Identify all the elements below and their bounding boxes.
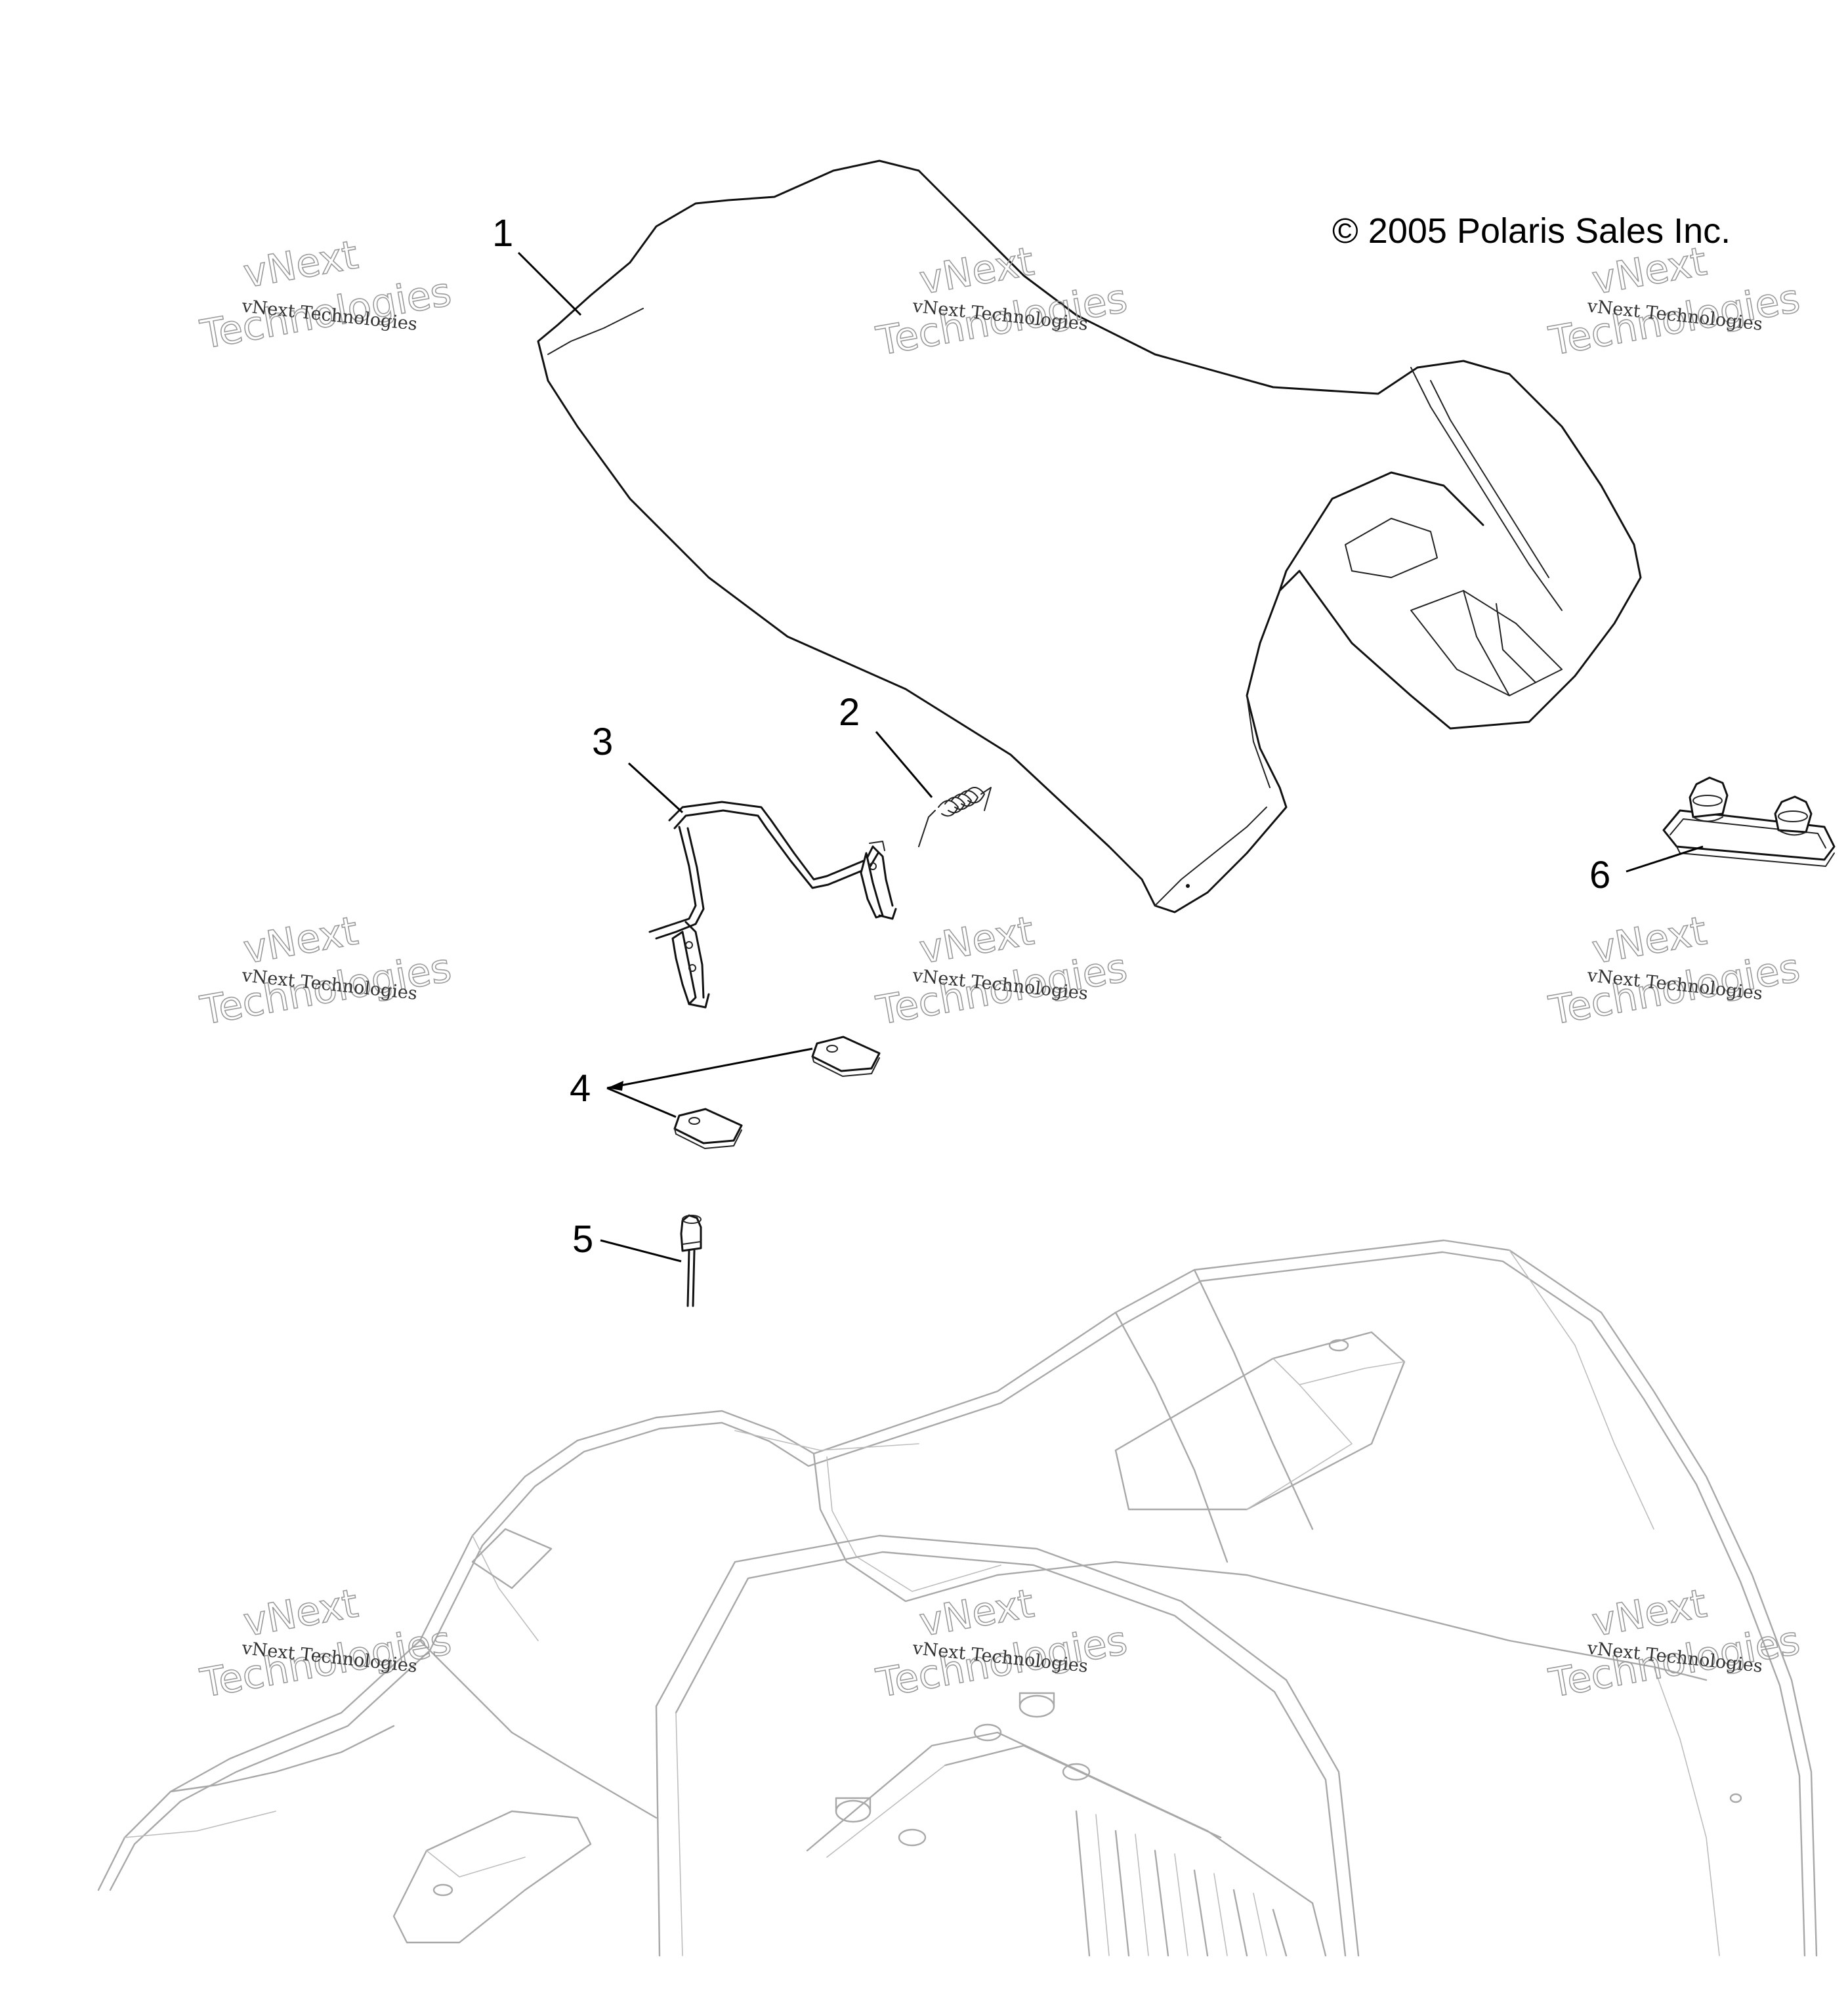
callout-4: 4 [570,1067,591,1110]
leader-4b [606,1087,677,1118]
watermark: vNext Technologies [872,1580,1131,1708]
callout-2: 2 [839,691,860,734]
watermark: vNext Technologies [872,238,1131,366]
leader-6 [1626,845,1704,873]
leader-4a [606,1047,813,1089]
watermark: vNext Technologies [196,908,455,1035]
leader-1 [517,251,582,316]
watermark: vNext Technologies [196,232,455,359]
callout-1: 1 [492,212,513,255]
watermark: vNext Technologies [872,908,1131,1035]
latch-rod-part [648,801,897,1009]
seat-part [537,159,1642,914]
callout-6: 6 [1589,854,1610,896]
clip-part [1662,776,1836,867]
callout-5: 5 [572,1218,593,1261]
leader-3 [627,762,684,814]
watermark: vNext Technologies [1545,908,1803,1035]
spring-part [918,787,992,847]
rivet-part [680,1214,702,1307]
callout-3: 3 [592,721,613,763]
leader-lines [517,251,1704,1263]
copyright-notice: © 2005 Polaris Sales Inc. [1332,211,1731,251]
watermarks: vNext Technologies vNext Technologies vN… [196,232,1803,1708]
leader-4-arrow [607,1081,623,1091]
pad-parts [673,1036,881,1149]
leader-5 [600,1239,682,1263]
watermark: vNext Technologies [1545,1580,1803,1708]
watermark: vNext Technologies [196,1580,455,1708]
leader-2 [875,731,933,798]
rear-fender-body [97,1239,1818,1957]
callouts: 1 2 3 4 5 6 [492,212,1610,1261]
